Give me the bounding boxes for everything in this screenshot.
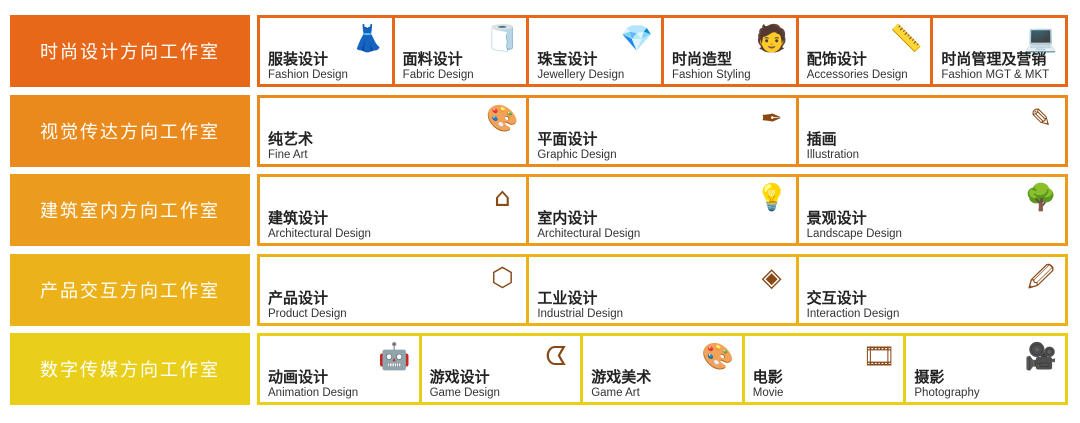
course-name-en: Movie: [752, 387, 784, 399]
course-item[interactable]: ✒ 平面设计 Graphic Design: [529, 98, 799, 164]
easel-icon: 🎨: [486, 104, 519, 134]
course-item[interactable]: 🌳 景观设计 Landscape Design: [799, 177, 1065, 243]
laptop-icon: 💻: [1024, 24, 1058, 54]
course-item[interactable]: ᗧ 游戏设计 Game Design: [422, 336, 584, 402]
course-item[interactable]: 💎 珠宝设计 Jewellery Design: [529, 18, 665, 84]
course-name-zh: 建筑设计: [268, 209, 329, 227]
course-name-zh: 景观设计: [806, 209, 867, 227]
course-panel: 👗 服装设计 Fashion Design 🧻 面料设计 Fabric Desi…: [257, 15, 1068, 87]
necklace-icon: 💎: [620, 24, 654, 54]
course-name-zh: 配饰设计: [806, 50, 867, 68]
course-name-zh: 珠宝设计: [537, 50, 598, 68]
film-reel-icon: 🎞: [862, 342, 896, 372]
studio-row: 时尚设计方向工作室 👗 服装设计 Fashion Design 🧻 面料设计 F…: [10, 15, 1068, 87]
course-name-zh: 室内设计: [537, 209, 598, 227]
course-item[interactable]: 👗 服装设计 Fashion Design: [260, 18, 395, 84]
studio-title: 视觉传达方向工作室: [10, 95, 250, 167]
course-name-en: Fine Art: [268, 149, 308, 161]
course-name-en: Fabric Design: [402, 69, 474, 81]
course-item[interactable]: 🎞 电影 Movie: [745, 336, 907, 402]
pacman-icon: ᗧ: [545, 342, 567, 372]
course-name-en: Landscape Design: [806, 228, 902, 240]
course-item[interactable]: 🎨 游戏美术 Game Art: [583, 336, 745, 402]
course-name-zh: 纯艺术: [268, 130, 314, 148]
course-name-en: Fashion Styling: [672, 69, 751, 81]
course-panel: ⌂ 建筑设计 Architectural Design 💡 室内设计 Archi…: [257, 174, 1068, 246]
browser-edit-icon: 🖉: [1027, 263, 1055, 293]
studio-title: 建筑室内方向工作室: [10, 174, 250, 246]
pen-nib-icon: ✒: [760, 104, 783, 134]
course-name-en: Fashion MGT & MKT: [941, 69, 1050, 81]
course-item[interactable]: 🖉 交互设计 Interaction Design: [799, 257, 1065, 323]
layers-icon: ◈: [761, 263, 782, 293]
course-name-zh: 游戏设计: [429, 368, 490, 386]
course-name-en: Game Art: [591, 387, 640, 399]
course-name-en: Photography: [914, 387, 980, 399]
course-name-zh: 服装设计: [268, 50, 329, 68]
course-item[interactable]: 🧻 面料设计 Fabric Design: [395, 18, 530, 84]
studio-row: 建筑室内方向工作室 ⌂ 建筑设计 Architectural Design 💡 …: [10, 174, 1068, 246]
robot-icon: 🤖: [378, 342, 411, 372]
video-camera-icon: 🎥: [1024, 342, 1058, 372]
course-item[interactable]: 🎨 纯艺术 Fine Art: [260, 98, 530, 164]
accessory-icon: 📏: [890, 24, 923, 54]
course-name-zh: 时尚管理及营销: [941, 50, 1047, 68]
studio-row: 数字传媒方向工作室 🤖 动画设计 Animation Design ᗧ 游戏设计…: [10, 333, 1068, 405]
course-name-en: Game Design: [429, 387, 500, 399]
course-item[interactable]: ◈ 工业设计 Industrial Design: [529, 257, 799, 323]
course-name-zh: 交互设计: [806, 289, 867, 307]
pencil-hand-icon: ✎: [1030, 104, 1052, 134]
dress-icon: 👗: [351, 24, 384, 54]
course-item[interactable]: 🤖 动画设计 Animation Design: [260, 336, 422, 402]
studio-title: 时尚设计方向工作室: [10, 15, 250, 87]
course-name-zh: 产品设计: [268, 289, 329, 307]
course-name-zh: 摄影: [914, 368, 945, 386]
course-name-en: Illustration: [806, 149, 860, 161]
course-item[interactable]: 💡 室内设计 Architectural Design: [529, 177, 799, 243]
course-item[interactable]: 🎥 摄影 Photography: [906, 336, 1065, 402]
building-tree-icon: 🌳: [1024, 183, 1058, 213]
course-panel: 🎨 纯艺术 Fine Art ✒ 平面设计 Graphic Design ✎ 插…: [257, 95, 1068, 167]
fabric-roll-icon: 🧻: [486, 24, 519, 54]
stylist-icon: 🧑: [755, 24, 788, 54]
course-panel: 🤖 动画设计 Animation Design ᗧ 游戏设计 Game Desi…: [257, 333, 1068, 405]
course-item[interactable]: ⌂ 建筑设计 Architectural Design: [260, 177, 530, 243]
course-name-zh: 游戏美术: [591, 368, 652, 386]
course-name-zh: 电影: [752, 368, 783, 386]
course-name-zh: 动画设计: [268, 368, 329, 386]
studio-row: 视觉传达方向工作室 🎨 纯艺术 Fine Art ✒ 平面设计 Graphic …: [10, 95, 1068, 167]
house-ruler-icon: ⌂: [494, 183, 511, 213]
course-name-en: Architectural Design: [537, 228, 641, 240]
course-name-zh: 插画: [806, 130, 837, 148]
course-name-zh: 面料设计: [402, 50, 463, 68]
course-item[interactable]: 🧑 时尚造型 Fashion Styling: [664, 18, 799, 84]
course-panel: ⬡ 产品设计 Product Design ◈ 工业设计 Industrial …: [257, 254, 1068, 326]
studio-title: 数字传媒方向工作室: [10, 333, 250, 405]
course-item[interactable]: 💻 时尚管理及营销 Fashion MGT & MKT: [933, 18, 1065, 84]
course-item[interactable]: ⬡ 产品设计 Product Design: [260, 257, 530, 323]
course-name-en: Fashion Design: [268, 69, 348, 81]
course-name-en: Animation Design: [268, 387, 359, 399]
course-name-zh: 平面设计: [537, 130, 598, 148]
course-item[interactable]: ✎ 插画 Illustration: [799, 98, 1065, 164]
studio-row: 产品交互方向工作室 ⬡ 产品设计 Product Design ◈ 工业设计 I…: [10, 254, 1068, 326]
cube-network-icon: ⬡: [490, 263, 514, 293]
course-name-en: Product Design: [268, 308, 347, 320]
course-name-en: Accessories Design: [806, 69, 908, 81]
course-name-zh: 工业设计: [537, 289, 598, 307]
studio-title: 产品交互方向工作室: [10, 254, 250, 326]
course-name-en: Industrial Design: [537, 308, 623, 320]
course-item[interactable]: 📏 配饰设计 Accessories Design: [799, 18, 934, 84]
palette-icon: 🎨: [701, 342, 734, 372]
course-name-en: Graphic Design: [537, 149, 617, 161]
course-name-en: Interaction Design: [806, 308, 900, 320]
course-name-en: Architectural Design: [268, 228, 371, 240]
course-name-zh: 时尚造型: [672, 50, 733, 68]
lamp-icon: 💡: [755, 183, 788, 213]
course-name-en: Jewellery Design: [537, 69, 625, 81]
